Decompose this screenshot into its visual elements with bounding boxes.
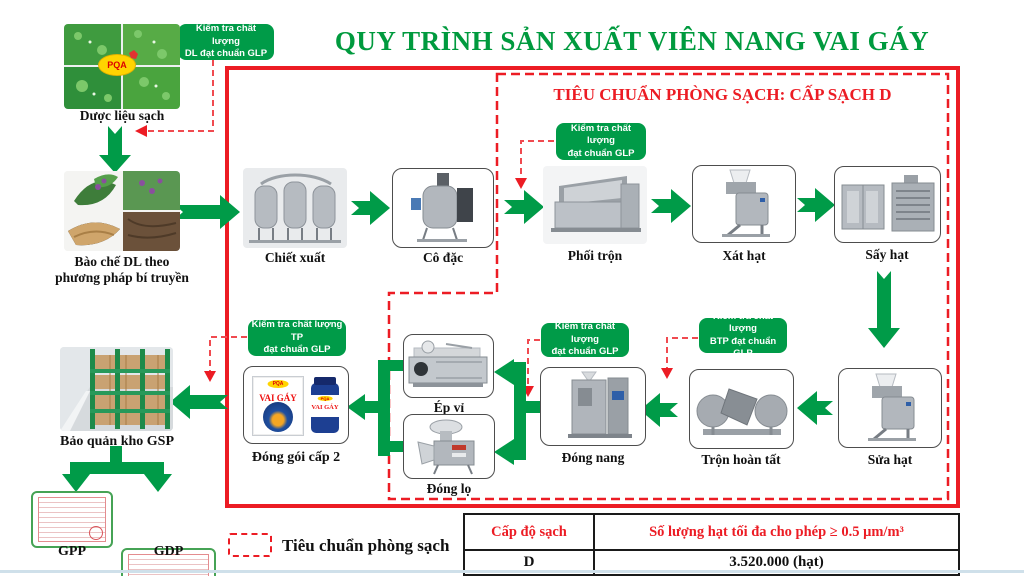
qc-arrowhead-mix xyxy=(515,178,527,189)
stage-granulate-box xyxy=(692,165,796,243)
extract-tanks-art xyxy=(249,173,341,243)
qc-arrow-mix xyxy=(520,140,554,178)
qc-arrowhead-dl xyxy=(135,125,147,137)
stage-gdp-label: GDP xyxy=(153,544,184,559)
blister-machine-art xyxy=(408,340,488,387)
stage-mix-label: Phối trộn xyxy=(567,248,623,263)
bottom-edge-line xyxy=(0,570,1024,573)
qc-badge-btp: Kiểm tra chất lượng BTP đạt chuẩn GLP xyxy=(699,311,787,359)
finalmix-blender-art xyxy=(696,388,787,435)
legend-label: Tiêu chuẩn phòng sạch xyxy=(282,536,450,555)
split-encapsulate-bracket xyxy=(494,359,540,465)
product-bottle: PQA VAI GÁY xyxy=(311,377,339,433)
qc-badge-capsule: Kiểm tra chất lượng đạt chuẩn GLP xyxy=(541,321,629,357)
qc-arrow-tp xyxy=(209,336,247,371)
condense-vessel-art xyxy=(411,173,473,242)
stage-dry-label: Sấy hạt xyxy=(865,247,909,262)
split-store-bracket xyxy=(62,446,172,492)
cleanroom-dashed-border xyxy=(387,72,950,501)
pqa-logo-text: PQA xyxy=(107,60,127,70)
pqa-logo: PQA xyxy=(98,50,138,76)
product-carton-name: VAI GÁY xyxy=(259,393,297,403)
qc-badge-mix: Kiểm tra chất lượng đạt chuẩn GLP xyxy=(556,123,646,160)
arrow-pack2-to-store xyxy=(170,385,228,419)
stage-dry-box xyxy=(834,166,941,243)
mix-trough-art xyxy=(551,176,641,232)
arrow-raw-to-prep xyxy=(99,126,131,173)
stage-blister-label: Ép vỉ xyxy=(433,400,465,415)
prep-herbs-photo xyxy=(64,171,180,251)
qc-arrowhead-tp xyxy=(204,371,216,382)
cleanroom-standard-title: TIÊU CHUẨN PHÒNG SẠCH: CẤP SẠCH D xyxy=(553,85,892,104)
arrow-granulate-to-dry xyxy=(797,188,835,222)
product-carton-brand: PQA xyxy=(267,380,289,388)
arrow-finalmix-to-encapsulate xyxy=(640,393,678,427)
stage-extract-box xyxy=(243,168,347,248)
product-bottle-name: VAI GÁY xyxy=(311,404,339,411)
stage-pack2-label: Đóng gói cấp 2 xyxy=(251,450,341,465)
arrow-mix-to-granulate xyxy=(651,189,691,223)
qc-badge-tp: Kiểm tra chất lượng TP đạt chuẩn GLP xyxy=(248,319,346,356)
raw-herbs-photo: PQA xyxy=(64,24,180,109)
stage-finalmix-label: Trộn hoàn tất xyxy=(701,452,781,467)
product-carton-circle xyxy=(263,402,293,432)
qc-arrowhead-btp xyxy=(661,368,673,379)
stage-extract-label: Chiết xuất xyxy=(264,250,326,265)
stage-gpp-label: GPP xyxy=(58,544,86,559)
stage-finalmix-box xyxy=(689,369,794,449)
stage-raw-label: Dược liệu sạch xyxy=(79,108,165,123)
spec-col-class-header: Cấp độ sạch xyxy=(463,513,595,551)
stage-prep-label: Bào chế DL theo phương pháp bí truyền xyxy=(55,254,189,286)
spec-col-particles-header: Số lượng hạt tối đa cho phép ≥ 0.5 μm/m³ xyxy=(593,513,960,551)
stage-mix-box xyxy=(543,166,647,244)
gpp-certificate xyxy=(31,491,113,548)
product-bottle-cap xyxy=(314,377,336,385)
product-carton: PQA VAI GÁY xyxy=(252,376,304,436)
merge-pack2-bracket xyxy=(347,360,404,456)
stage-fix-label: Sửa hạt xyxy=(867,452,913,467)
qc-arrow-capsule xyxy=(527,339,540,386)
qc-arrow-dl xyxy=(147,60,214,132)
dry-ovens-art xyxy=(841,174,934,231)
bottling-machine-art xyxy=(417,419,475,474)
stage-encapsulate-box xyxy=(540,367,646,446)
stage-blister-box xyxy=(403,334,494,398)
page-title: QUY TRÌNH SẢN XUẤT VIÊN NANG VAI GÁY xyxy=(334,26,930,56)
stage-granulate-label: Xát hạt xyxy=(722,248,766,263)
stage-bottle-box xyxy=(403,414,495,479)
fix-machine-art xyxy=(868,373,916,441)
arrow-extract-to-condense xyxy=(351,191,390,225)
stage-store-photo xyxy=(60,347,173,431)
spec-table-header-row: Cấp độ sạch Số lượng hạt tối đa cho phép… xyxy=(463,513,960,551)
product-bottle-label: PQA VAI GÁY xyxy=(311,395,339,417)
stage-condense-label: Cô đặc xyxy=(422,250,464,265)
cleanroom-solid-border xyxy=(225,66,960,508)
qc-arrow-btp xyxy=(666,337,698,368)
encapsulate-machine-art xyxy=(568,371,632,438)
granulate-machine-art xyxy=(722,169,770,237)
arrow-condense-to-mix xyxy=(504,190,544,224)
warehouse-image xyxy=(60,347,173,431)
stage-pack2-box: PQA VAI GÁY PQA VAI GÁY xyxy=(243,366,349,444)
stage-encapsulate-label: Đóng nang xyxy=(561,450,625,465)
stage-store-label: Bảo quản kho GSP xyxy=(60,434,174,449)
spec-table: Cấp độ sạch Số lượng hạt tối đa cho phép… xyxy=(463,513,960,576)
stage-bottle-label: Đóng lọ xyxy=(426,481,472,496)
qc-badge-dl: Kiểm tra chất lượng DL đạt chuẩn GLP xyxy=(178,23,274,60)
arrow-dry-to-fix xyxy=(868,271,900,348)
product-image: PQA VAI GÁY PQA VAI GÁY xyxy=(244,367,348,443)
stage-fix-box xyxy=(838,368,942,448)
herbs-roots-image xyxy=(64,171,180,251)
arrow-fix-to-finalmix xyxy=(797,391,833,425)
gpp-stamp-icon xyxy=(89,526,103,540)
pqa-leaf-icon xyxy=(129,50,138,59)
cleanroom-spec-table: Cấp độ sạch Số lượng hạt tối đa cho phép… xyxy=(463,513,960,576)
legend-dashed-swatch xyxy=(228,533,272,557)
arrow-prep-to-extract xyxy=(175,195,240,229)
product-bottle-brand: PQA xyxy=(317,396,333,401)
stage-condense-box xyxy=(392,168,494,248)
